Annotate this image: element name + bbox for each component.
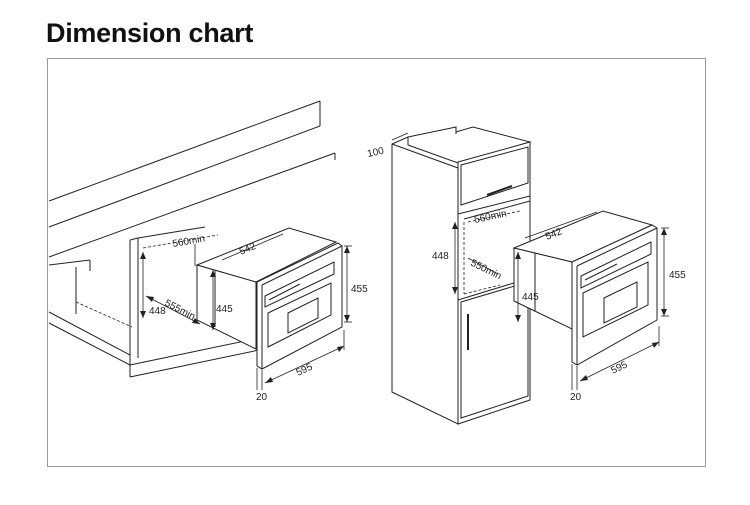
left-countertop xyxy=(48,100,336,258)
left-label-448: 448 xyxy=(149,306,166,317)
right-label-20: 20 xyxy=(570,392,582,403)
right-label-100: 100 xyxy=(366,146,385,160)
right-label-448: 448 xyxy=(432,251,449,262)
left-label-455: 455 xyxy=(351,284,368,295)
left-dimension-lines xyxy=(142,233,352,390)
right-installation-diagram: 100 560min 542 550min 448 445 455 595 20 xyxy=(366,126,686,425)
right-label-595: 595 xyxy=(609,359,629,376)
left-oven-front xyxy=(256,242,343,370)
left-cabinet xyxy=(48,226,260,378)
right-dimension-lines xyxy=(391,132,669,390)
right-label-445: 445 xyxy=(522,292,539,303)
right-lower-door xyxy=(460,281,529,419)
right-arrowheads xyxy=(452,222,667,381)
right-upper-door xyxy=(460,146,529,206)
page-title: Dimension chart xyxy=(46,18,254,48)
left-label-555min: 555min xyxy=(163,298,197,323)
left-label-445: 445 xyxy=(216,304,233,315)
left-oven-body xyxy=(195,227,338,350)
diagram-frame xyxy=(47,58,706,467)
left-label-20: 20 xyxy=(256,392,268,403)
right-oven-front xyxy=(571,224,658,366)
left-installation-diagram: 560min 542 555min 448 445 455 595 20 xyxy=(48,100,368,403)
left-label-560min: 560min xyxy=(172,233,206,250)
left-arrowheads xyxy=(140,246,350,383)
left-label-595: 595 xyxy=(295,362,315,379)
right-label-455: 455 xyxy=(669,270,686,281)
